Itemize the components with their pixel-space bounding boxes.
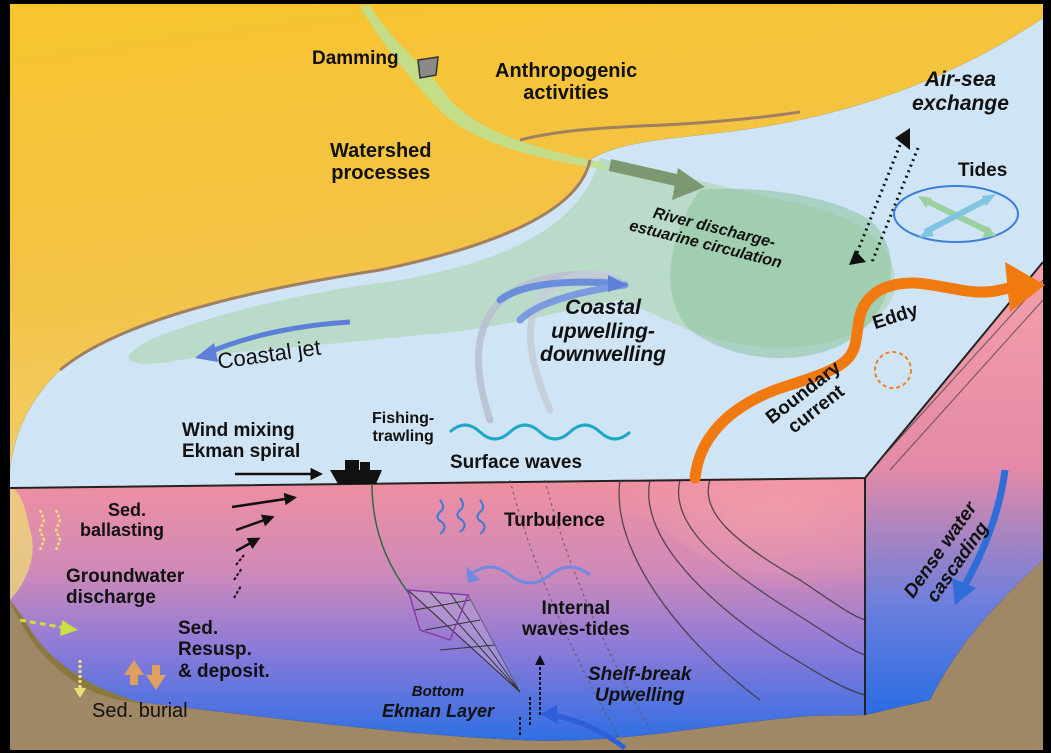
label-coastal-upwelling: Coastal upwelling- downwelling — [540, 296, 666, 367]
label-sed-burial: Sed. burial — [92, 700, 188, 722]
label-line: Watershed — [330, 140, 432, 162]
label-tides: Tides — [958, 160, 1007, 181]
label-watershed: Watershed processes — [330, 140, 432, 185]
label-fishing: Fishing- trawling — [372, 410, 434, 446]
label-internal-waves: Internal waves-tides — [522, 598, 630, 641]
label-wind-mixing: Wind mixing Ekman spiral — [182, 420, 300, 463]
label-line: processes — [330, 162, 432, 184]
label-bottom-ekman: Bottom Ekman Layer — [382, 684, 494, 721]
label-line: Sed. — [80, 500, 164, 520]
label-line: & deposit. — [178, 661, 270, 682]
label-line: Anthropogenic — [495, 60, 637, 82]
label-sed-ballasting: Sed. ballasting — [80, 500, 164, 540]
label-sed-resusp: Sed. Resusp. & deposit. — [178, 618, 270, 682]
label-line: exchange — [912, 92, 1009, 116]
label-turbulence: Turbulence — [504, 510, 605, 531]
label-surface-waves: Surface waves — [450, 452, 582, 473]
label-line: Resusp. — [178, 639, 270, 660]
label-line: Bottom — [382, 684, 494, 701]
label-line: Coastal — [540, 296, 666, 320]
label-line: Ekman Layer — [382, 701, 494, 721]
label-line: Wind mixing — [182, 420, 300, 441]
label-line: discharge — [66, 587, 184, 608]
dam-icon — [418, 57, 438, 78]
label-line: Upwelling — [588, 685, 691, 706]
label-line: Air-sea — [912, 68, 1009, 92]
label-line: Internal — [522, 598, 630, 619]
label-line: Sed. — [178, 618, 270, 639]
label-line: downwelling — [540, 343, 666, 367]
label-line: Ekman spiral — [182, 441, 300, 462]
label-line: Shelf-break — [588, 664, 691, 685]
label-shelf-break: Shelf-break Upwelling — [588, 664, 691, 707]
label-line: upwelling- — [540, 320, 666, 344]
label-air-sea: Air-sea exchange — [912, 68, 1009, 115]
label-line: Fishing- — [372, 410, 434, 428]
label-line: Groundwater — [66, 566, 184, 587]
label-line: waves-tides — [522, 619, 630, 640]
label-anthropogenic: Anthropogenic activities — [495, 60, 637, 105]
label-damming: Damming — [312, 48, 399, 69]
label-line: activities — [495, 82, 637, 104]
label-line: trawling — [372, 428, 434, 446]
label-line: ballasting — [80, 520, 164, 540]
label-groundwater: Groundwater discharge — [66, 566, 184, 609]
